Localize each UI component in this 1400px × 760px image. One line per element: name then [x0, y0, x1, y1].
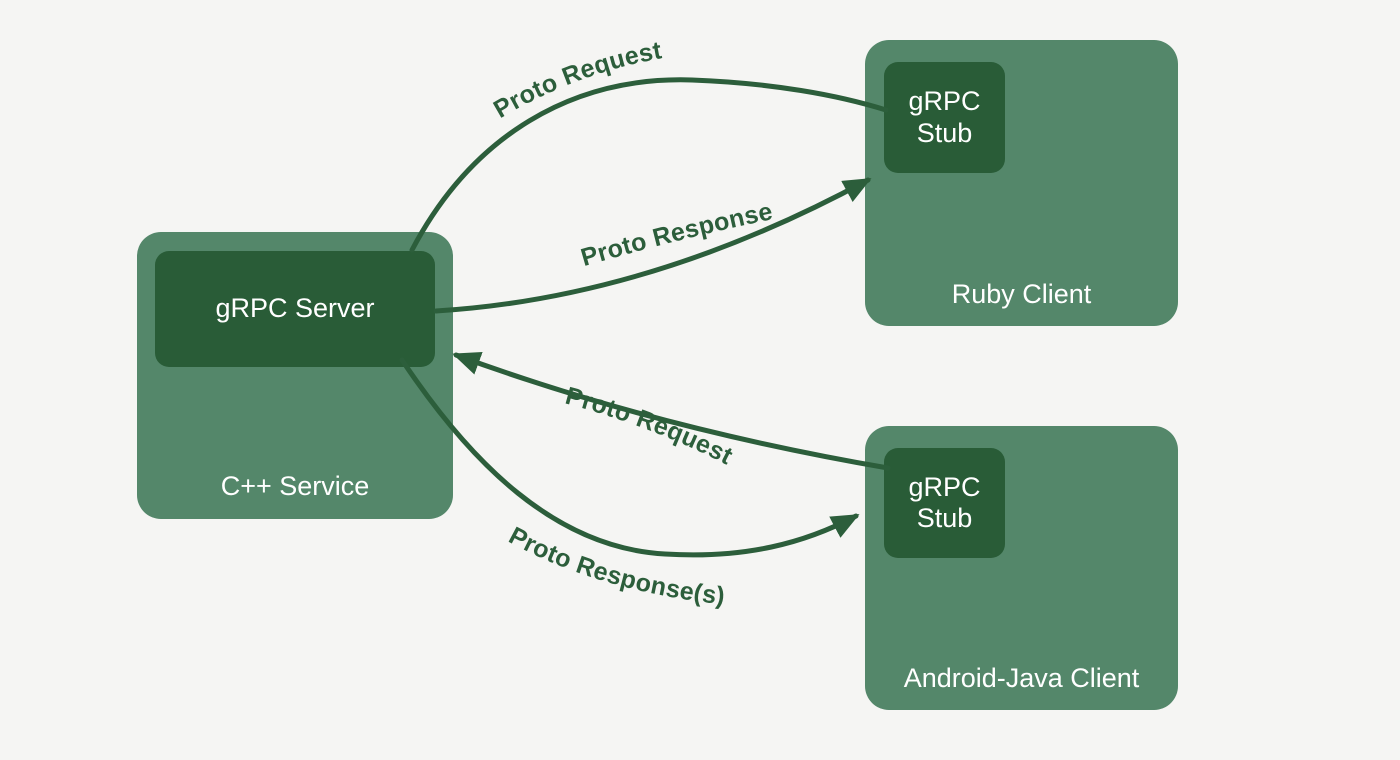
node-grpc-server: gRPC Server [155, 251, 435, 367]
node-grpc-stub-ruby: gRPC Stub [884, 62, 1005, 173]
node-ruby-client-label: Ruby Client [951, 278, 1092, 309]
node-grpc-stub-ruby-label: gRPC Stub [908, 86, 981, 148]
node-grpc-stub-android-label: gRPC Stub [908, 471, 981, 533]
connector-proto-request-from-android [452, 351, 891, 471]
node-cpp-service-label: C++ Service [220, 470, 370, 501]
node-android-java-client-label: Android-Java Client [903, 662, 1140, 693]
node-grpc-stub-android: gRPC Stub [884, 448, 1005, 558]
label-proto-request-top: Proto Request [489, 36, 664, 123]
label-proto-request-middle: Proto Request [562, 382, 737, 471]
connector-proto-response-to-android [399, 357, 860, 558]
connector-proto-request-to-ruby [409, 77, 889, 253]
label-proto-response-s: Proto Response(s) [504, 522, 726, 611]
node-grpc-server-label: gRPC Server [215, 293, 375, 324]
label-proto-response: Proto Response [578, 197, 775, 272]
connector-proto-response-from-ruby [433, 177, 872, 314]
